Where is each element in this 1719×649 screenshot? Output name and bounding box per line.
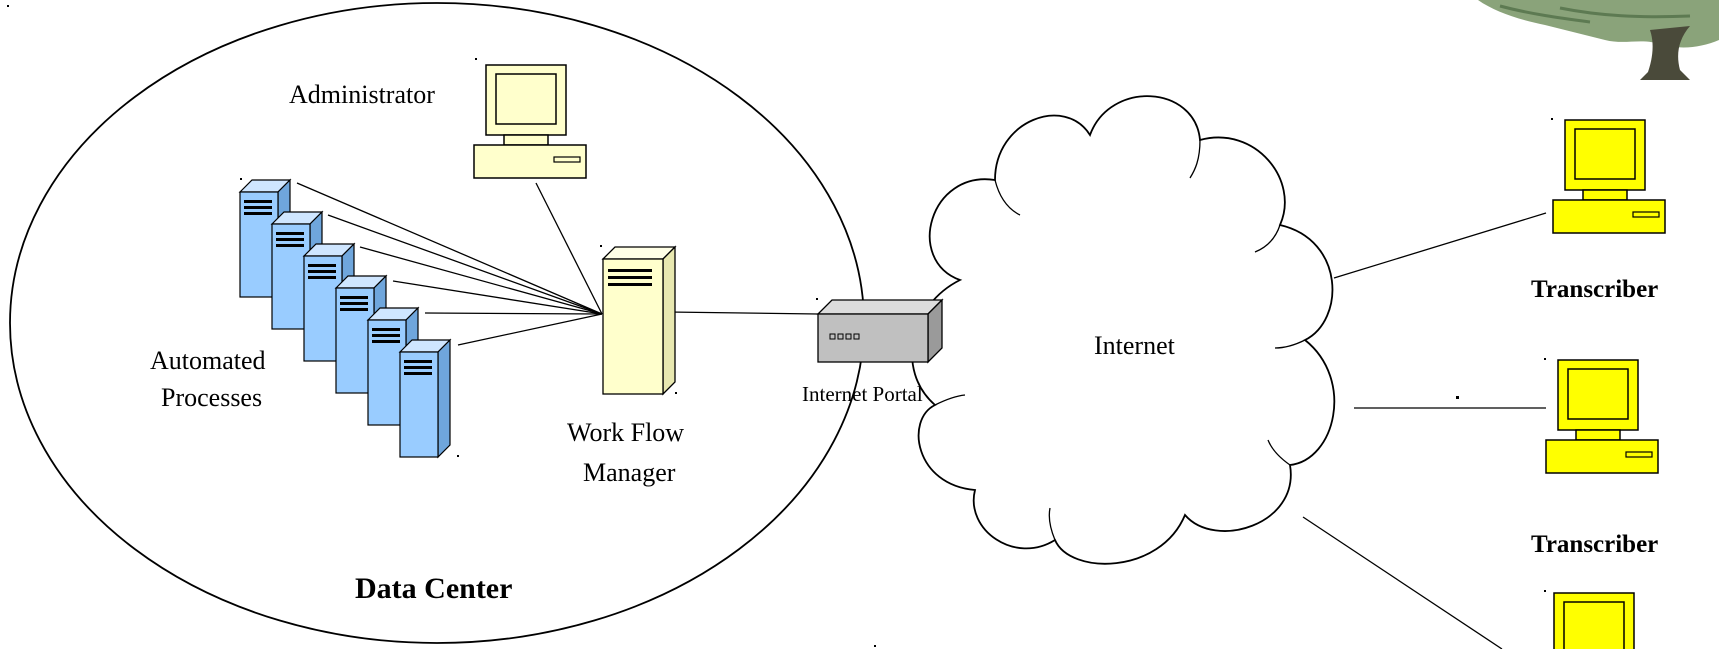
stray-mark	[874, 645, 876, 647]
desktop-computer-icon	[1545, 359, 1659, 474]
cloud-detail	[934, 139, 1306, 541]
internet-portal-label: Internet Portal	[802, 382, 923, 406]
stray-mark	[1456, 396, 1459, 399]
desktop-computer-icon	[473, 64, 587, 179]
network-hub-icon	[816, 298, 944, 364]
selection-ticks	[240, 58, 1553, 592]
automated-processes-label-line2: Processes	[161, 383, 262, 412]
transcriber-label: Transcriber	[1531, 531, 1658, 558]
transcriber-label: Transcriber	[1531, 276, 1658, 303]
cloud-icon	[911, 95, 1336, 565]
portal-connection	[667, 311, 819, 315]
automated-processes-label-line1: Automated	[150, 346, 266, 375]
process-connections	[296, 182, 603, 346]
tree-icon	[1478, 0, 1719, 80]
workflow-manager-label-line1: Work Flow	[567, 418, 684, 447]
administrator-label: Administrator	[289, 80, 435, 109]
server-tower-icon	[399, 339, 451, 458]
internet-label: Internet	[1094, 331, 1176, 360]
admin-connection	[535, 182, 603, 315]
server-tower-icon	[601, 245, 677, 396]
data-center-boundary	[9, 2, 865, 644]
stray-mark	[7, 5, 9, 7]
desktop-computer-icon	[1553, 592, 1635, 649]
workflow-manager-label-line2: Manager	[583, 458, 676, 487]
desktop-computer-icon	[1552, 119, 1666, 234]
transcriber-connections	[1302, 212, 1547, 649]
data-center-label: Data Center	[355, 572, 512, 605]
